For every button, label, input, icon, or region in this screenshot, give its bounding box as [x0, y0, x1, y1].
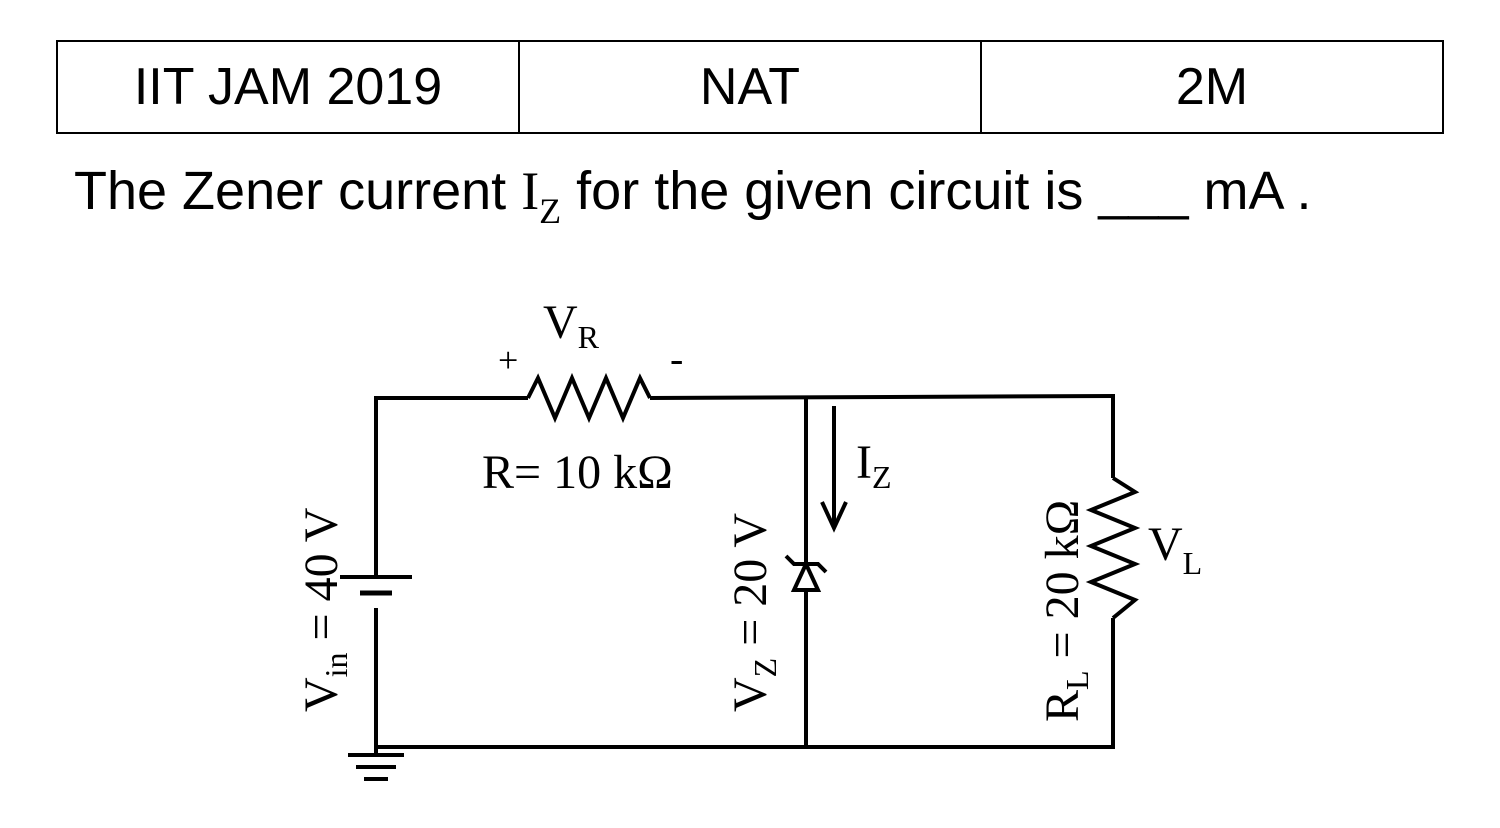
header-table: IIT JAM 2019 NAT 2M: [56, 40, 1444, 134]
minus-sign: -: [670, 336, 683, 381]
vz-label: VZ = 20 V: [724, 513, 783, 712]
iz-label: IZ: [856, 436, 892, 495]
plus-sign: +: [498, 340, 518, 380]
resistor-rl: [1085, 476, 1141, 620]
question-text: The Zener current IZ for the given circu…: [74, 160, 1474, 232]
rl-label: RL = 20 kΩ: [1036, 500, 1095, 722]
vr-label: VR: [543, 296, 600, 355]
question-symbol-subscript: Z: [539, 191, 562, 231]
question-prefix: The Zener current: [74, 161, 522, 221]
question-suffix: for the given circuit is ___ mA .: [561, 161, 1312, 221]
resistor-r-label: R= 10 kΩ: [482, 446, 673, 499]
question-symbol: I: [521, 161, 540, 221]
exam-cell: IIT JAM 2019: [58, 42, 520, 132]
marks-cell: 2M: [1175, 58, 1249, 116]
resistor-r: [526, 372, 652, 424]
vin-label: Vin = 40 V: [295, 507, 354, 712]
zener-diode-triangle: [790, 559, 822, 592]
zener-diode-bar: [784, 554, 828, 574]
current-arrow-head: [820, 501, 848, 533]
wire-top-right: [649, 394, 1116, 400]
vl-label: VL: [1148, 518, 1202, 581]
question-type-cell: NAT: [520, 42, 982, 132]
